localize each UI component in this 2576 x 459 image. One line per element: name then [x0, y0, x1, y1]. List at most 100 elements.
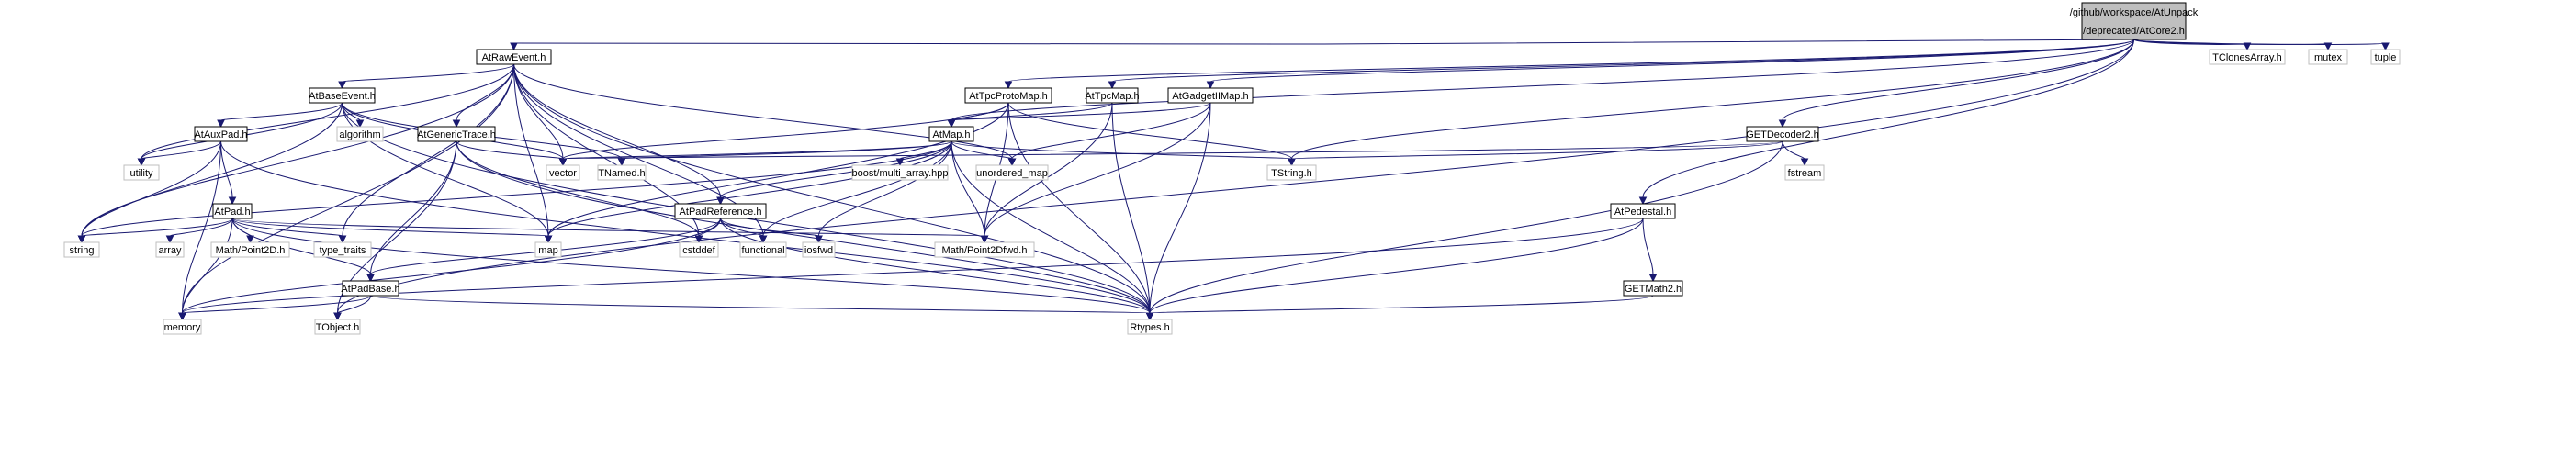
node-padbase[interactable]: AtPadBase.h: [341, 280, 400, 297]
edge-line: [456, 140, 564, 160]
edge-line: [141, 63, 514, 160]
edge-line: [720, 140, 952, 198]
edge-getdec-to-rtypes: [1145, 140, 1783, 321]
edge-line: [547, 102, 1009, 237]
edge-atmap-to-map: [544, 140, 952, 244]
edge-gadget-to-atmap: [947, 102, 1211, 129]
node-atmap[interactable]: AtMap.h: [928, 126, 974, 142]
edge-line: [720, 218, 1151, 314]
node-label: vector: [549, 168, 577, 179]
edge-line: [81, 140, 221, 237]
node-tstring: TString.h: [1266, 164, 1317, 181]
node-padref[interactable]: AtPadReference.h: [674, 203, 767, 219]
edge-line: [231, 218, 1151, 314]
node-box: [342, 280, 399, 297]
node-tuple: tuple: [2370, 49, 2401, 65]
node-atpad[interactable]: AtPad.h: [212, 203, 253, 219]
edge-arrowhead: [617, 158, 626, 167]
edge-arrowhead: [228, 196, 237, 206]
node-label: array: [158, 245, 182, 256]
node-algorithm: algorithm: [336, 126, 384, 142]
edge-line: [182, 218, 233, 314]
edge-line: [951, 140, 1292, 160]
node-label: AtRawEvent.h: [482, 52, 546, 63]
node-box: [1623, 280, 1683, 297]
edge-generic-to-cstddef: [456, 140, 703, 244]
edge-auxpad-to-atpad: [220, 140, 237, 206]
edge-line: [2133, 39, 2386, 45]
edge-arrowhead: [165, 235, 174, 244]
node-label: AtPadBase.h: [341, 284, 399, 295]
node-getdec[interactable]: GETDecoder2.h: [1746, 126, 1819, 142]
node-box: [2081, 2, 2187, 40]
node-tpcproto[interactable]: AtTpcProtoMap.h: [964, 87, 1052, 104]
edge-pedestal-to-getmath: [1642, 218, 1658, 283]
node-label: fstream: [1788, 168, 1822, 179]
node-cstddef: cstddef: [679, 241, 719, 258]
edge-arrowhead: [759, 235, 768, 244]
edge-arrowhead: [246, 235, 254, 244]
edge-atmap-to-point2dfwd: [951, 140, 989, 244]
edge-arrowhead: [1288, 158, 1296, 167]
node-box: [313, 241, 372, 258]
node-label: memory: [164, 322, 201, 333]
edge-line: [1111, 39, 2134, 83]
edge-line: [513, 39, 2134, 45]
node-label: cstddef: [682, 245, 715, 256]
node-box: [739, 241, 787, 258]
node-gadget[interactable]: AtGadgetIIMap.h: [1167, 87, 1254, 104]
node-label: /github/workspace/AtUnpack: [2070, 7, 2199, 18]
edge-arrowhead: [1648, 274, 1658, 283]
node-tpcmap[interactable]: AtTpcMap.h: [1085, 87, 1140, 104]
edge-arrowhead: [815, 235, 823, 244]
node-box: [212, 203, 253, 219]
edge-arrowhead: [333, 312, 342, 321]
node-raw[interactable]: AtRawEvent.h: [476, 49, 552, 65]
node-label: algorithm: [339, 129, 380, 140]
node-generic[interactable]: AtGenericTrace.h: [417, 126, 496, 142]
node-root[interactable]: /github/workspace/AtUnpack/deprecated/At…: [2070, 2, 2199, 40]
node-box: [928, 126, 974, 142]
edge-raw-to-string: [77, 63, 514, 244]
node-label: AtPedestal.h: [1614, 207, 1671, 218]
edge-line: [81, 63, 514, 237]
node-label: AtPadReference.h: [680, 207, 762, 218]
node-utility: utility: [123, 164, 160, 181]
edge-line: [1007, 102, 1151, 314]
edge-pedestal-to-rtypes: [1145, 218, 1644, 321]
node-box: [534, 241, 562, 258]
edge-line: [220, 140, 233, 198]
node-label: TString.h: [1271, 168, 1312, 179]
edge-line: [182, 140, 221, 314]
node-getmath[interactable]: GETMath2.h: [1623, 280, 1683, 297]
node-label: Rtypes.h: [1130, 322, 1169, 333]
edge-atpad-to-map: [231, 218, 553, 244]
edge-line: [951, 102, 1211, 121]
node-auxpad[interactable]: AtAuxPad.h: [194, 126, 248, 142]
edge-base-to-auxpad: [217, 102, 343, 129]
node-pedestal[interactable]: AtPedestal.h: [1610, 203, 1676, 219]
edge-line: [1642, 39, 2134, 198]
edge-line: [1007, 39, 2134, 83]
edge-line: [337, 295, 371, 314]
edge-line: [1291, 140, 1783, 160]
node-box: [802, 241, 836, 258]
node-label: GETDecoder2.h: [1746, 129, 1818, 140]
edge-arrowhead: [1145, 312, 1154, 321]
node-label: map: [538, 245, 557, 256]
edge-arrowhead: [694, 235, 703, 244]
edge-line: [951, 140, 1013, 160]
node-label: AtTpcMap.h: [1085, 91, 1139, 102]
node-box: [934, 241, 1035, 258]
node-box: [417, 126, 496, 142]
edge-arrowhead: [1206, 81, 1215, 90]
edge-padref-to-cstddef: [694, 218, 721, 244]
node-box: [336, 126, 384, 142]
node-base[interactable]: AtBaseEvent.h: [309, 87, 376, 104]
edge-line: [1642, 218, 1654, 275]
node-tclones: TClonesArray.h: [2209, 49, 2286, 65]
edge-raw-to-utility: [137, 63, 514, 167]
edge-arrowhead: [947, 119, 956, 129]
node-tobject: TObject.h: [314, 319, 361, 335]
edge-line: [951, 140, 1151, 314]
